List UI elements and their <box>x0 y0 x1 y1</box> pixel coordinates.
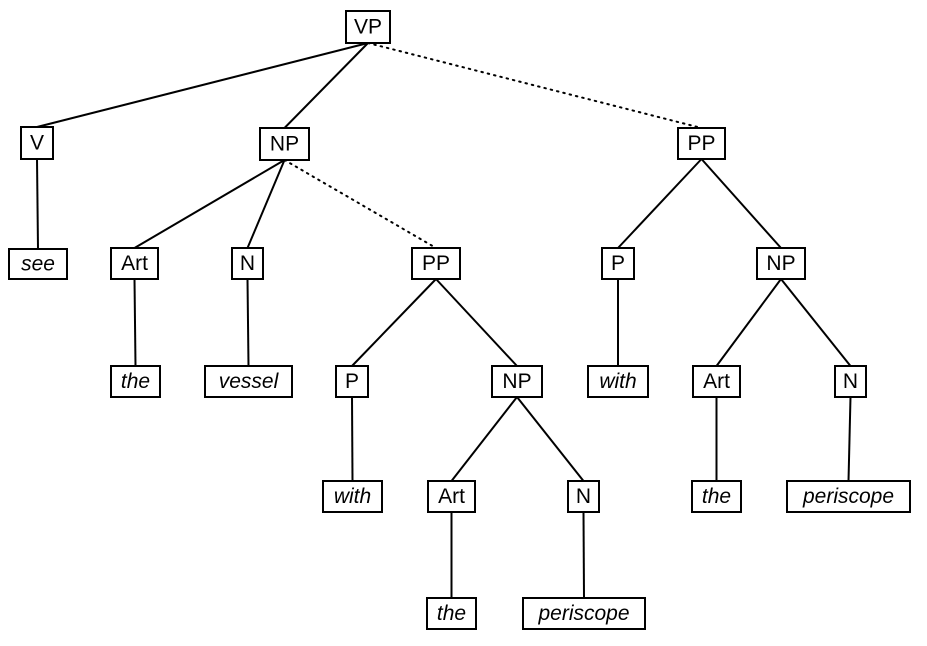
node-label-n2: N <box>576 485 591 508</box>
node-label-art1: Art <box>121 252 148 275</box>
node-layer: VPVseeNPArttheNvesselPPPwithNPArttheNper… <box>8 10 911 630</box>
node-label-np1: NP <box>270 133 299 156</box>
node-box-p2 <box>601 247 635 280</box>
node-label-v: V <box>30 132 44 155</box>
tree-node-vessel[interactable]: vessel <box>204 365 293 398</box>
tree-edge-np3-n3 <box>780 278 852 367</box>
node-box-art1 <box>110 247 159 280</box>
tree-edge-np2-n2 <box>516 396 585 482</box>
tree-node-art1[interactable]: Art <box>110 247 159 280</box>
node-box-n3 <box>834 365 867 398</box>
tree-node-the3[interactable]: the <box>691 480 742 513</box>
node-box-n2 <box>567 480 600 513</box>
tree-node-n2[interactable]: N <box>567 480 600 513</box>
node-box-art2 <box>427 480 476 513</box>
tree-edge-vp-pp2 <box>367 42 703 129</box>
tree-edge-n1-vessel <box>246 278 250 367</box>
node-label-periscope1: periscope <box>537 602 629 625</box>
node-label-pp2: PP <box>687 132 715 155</box>
tree-edge-vp-np1 <box>283 42 369 129</box>
tree-edge-n3-periscope2 <box>847 396 852 482</box>
node-box-vp <box>345 10 391 44</box>
tree-node-periscope1[interactable]: periscope <box>522 597 646 630</box>
tree-edge-pp2-p2 <box>617 158 703 249</box>
tree-node-see[interactable]: see <box>8 248 68 280</box>
node-box-with2 <box>587 365 649 398</box>
node-box-periscope2 <box>786 480 911 513</box>
node-box-the2 <box>426 597 477 630</box>
tree-edge-np2-art2 <box>450 396 518 482</box>
tree-edge-np3-art3 <box>715 278 782 367</box>
node-label-art2: Art <box>438 485 465 508</box>
tree-node-with2[interactable]: with <box>587 365 649 398</box>
tree-edge-pp2-np3 <box>700 158 782 249</box>
tree-node-p2[interactable]: P <box>601 247 635 280</box>
node-label-art3: Art <box>703 370 730 393</box>
node-box-the1 <box>110 365 161 398</box>
node-box-n1 <box>231 247 264 280</box>
tree-node-the1[interactable]: the <box>110 365 161 398</box>
tree-node-periscope2[interactable]: periscope <box>786 480 911 513</box>
tree-node-np2[interactable]: NP <box>491 365 543 398</box>
tree-edge-n2-periscope1 <box>582 511 585 599</box>
node-box-np1 <box>259 127 310 161</box>
node-box-the3 <box>691 480 742 513</box>
node-label-with1: with <box>334 485 371 508</box>
node-box-vessel <box>204 365 293 398</box>
tree-node-with1[interactable]: with <box>322 480 383 513</box>
node-box-p1 <box>335 365 369 398</box>
node-box-np2 <box>491 365 543 398</box>
node-label-see: see <box>21 253 55 276</box>
node-box-pp1 <box>411 247 461 280</box>
node-label-the3: the <box>702 485 731 508</box>
node-box-v <box>20 126 54 160</box>
node-label-vessel: vessel <box>219 370 280 393</box>
tree-node-n3[interactable]: N <box>834 365 867 398</box>
tree-edge-pp1-p1 <box>351 278 437 367</box>
tree-edge-p1-with1 <box>351 396 354 482</box>
node-label-p2: P <box>611 252 625 275</box>
tree-edge-v-see <box>36 158 39 250</box>
node-label-the2: the <box>437 602 466 625</box>
node-label-n3: N <box>843 370 858 393</box>
tree-node-pp1[interactable]: PP <box>411 247 461 280</box>
tree-node-the2[interactable]: the <box>426 597 477 630</box>
tree-edge-np1-n1 <box>246 159 286 249</box>
tree-node-art3[interactable]: Art <box>692 365 741 398</box>
edge-layer <box>36 42 852 599</box>
tree-node-vp[interactable]: VP <box>345 10 391 44</box>
node-box-pp2 <box>677 127 726 160</box>
node-box-np3 <box>756 247 806 280</box>
tree-node-v[interactable]: V <box>20 126 54 160</box>
node-label-the1: the <box>121 370 150 393</box>
tree-node-n1[interactable]: N <box>231 247 264 280</box>
node-label-np2: NP <box>502 370 531 393</box>
tree-node-np3[interactable]: NP <box>756 247 806 280</box>
tree-node-art2[interactable]: Art <box>427 480 476 513</box>
node-label-periscope2: periscope <box>802 485 894 508</box>
node-box-periscope1 <box>522 597 646 630</box>
tree-edge-art1-the1 <box>133 278 137 367</box>
node-label-np3: NP <box>766 252 795 275</box>
node-label-with2: with <box>599 370 636 393</box>
tree-node-pp2[interactable]: PP <box>677 127 726 160</box>
tree-node-np1[interactable]: NP <box>259 127 310 161</box>
node-box-art3 <box>692 365 741 398</box>
node-label-pp1: PP <box>422 252 450 275</box>
node-label-vp: VP <box>354 16 382 39</box>
node-box-see <box>8 248 68 280</box>
node-box-with1 <box>322 480 383 513</box>
tree-edge-pp1-np2 <box>435 278 518 367</box>
tree-edge-np1-pp1 <box>283 159 437 249</box>
tree-edge-vp-v <box>36 42 369 128</box>
node-label-n1: N <box>240 252 255 275</box>
tree-node-p1[interactable]: P <box>335 365 369 398</box>
tree-edge-np1-art1 <box>133 159 286 249</box>
node-label-p1: P <box>345 370 359 393</box>
